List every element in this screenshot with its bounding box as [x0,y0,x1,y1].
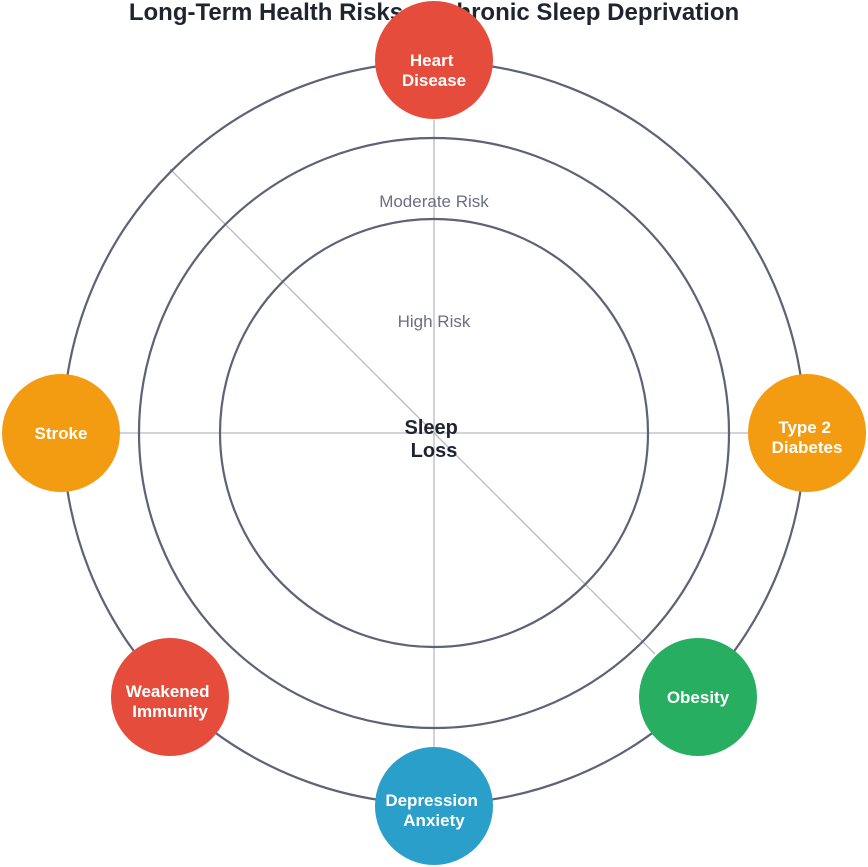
heart-disease-circle [375,1,493,119]
type-2-diabetes-label-line-2: Diabetes [772,438,843,457]
center-label-line-1: Sleep [405,417,458,439]
high-risk-label: High Risk [398,312,471,331]
svg-text:Heart Disease: Heart Disease [402,51,466,90]
stroke-circle [2,374,120,492]
node-stroke: Stroke [2,374,120,492]
svg-text:Stroke: Stroke [35,424,88,443]
node-type-2-diabetes: Type 2 Diabetes [748,374,866,492]
center-label-line-2: Loss [411,440,458,462]
moderate-risk-ring [137,136,731,730]
type-2-diabetes-label-line-1: Type 2 [778,418,831,437]
diagonal-axis [169,168,656,655]
depression-anxiety-label-line-1: Depression [385,791,478,810]
axis-lines [120,120,748,750]
svg-text:Obesity: Obesity [667,688,730,707]
svg-text:Type 2 Diabetes: Type 2 Diabetes [772,418,843,457]
depression-anxiety-circle [375,747,493,865]
center-label: Sleep Loss [405,417,464,462]
obesity-circle [639,638,757,756]
weakened-immunity-label-line-1: Weakened [126,682,210,701]
svg-text:Depression Anxiety: Depression Anxiety [385,791,482,830]
node-obesity: Obesity [639,638,757,756]
heart-disease-label-line-2: Disease [402,71,466,90]
heart-disease-label-line-1: Heart [410,51,454,70]
high-risk-ring [218,217,650,649]
node-depression-anxiety: Depression Anxiety [375,747,493,865]
type-2-diabetes-circle [748,374,866,492]
svg-text:Weakened Immunity: Weakened Immunity [126,682,215,721]
moderate-risk-label: Moderate Risk [379,192,489,211]
obesity-label-line-1: Obesity [667,688,730,707]
node-heart-disease: Heart Disease [375,1,493,119]
stroke-label-line-1: Stroke [35,424,88,443]
weakened-immunity-circle [111,638,229,756]
weakened-immunity-label-line-2: Immunity [132,702,208,721]
depression-anxiety-label-line-2: Anxiety [403,811,465,830]
node-weakened-immunity: Weakened Immunity [111,638,229,756]
